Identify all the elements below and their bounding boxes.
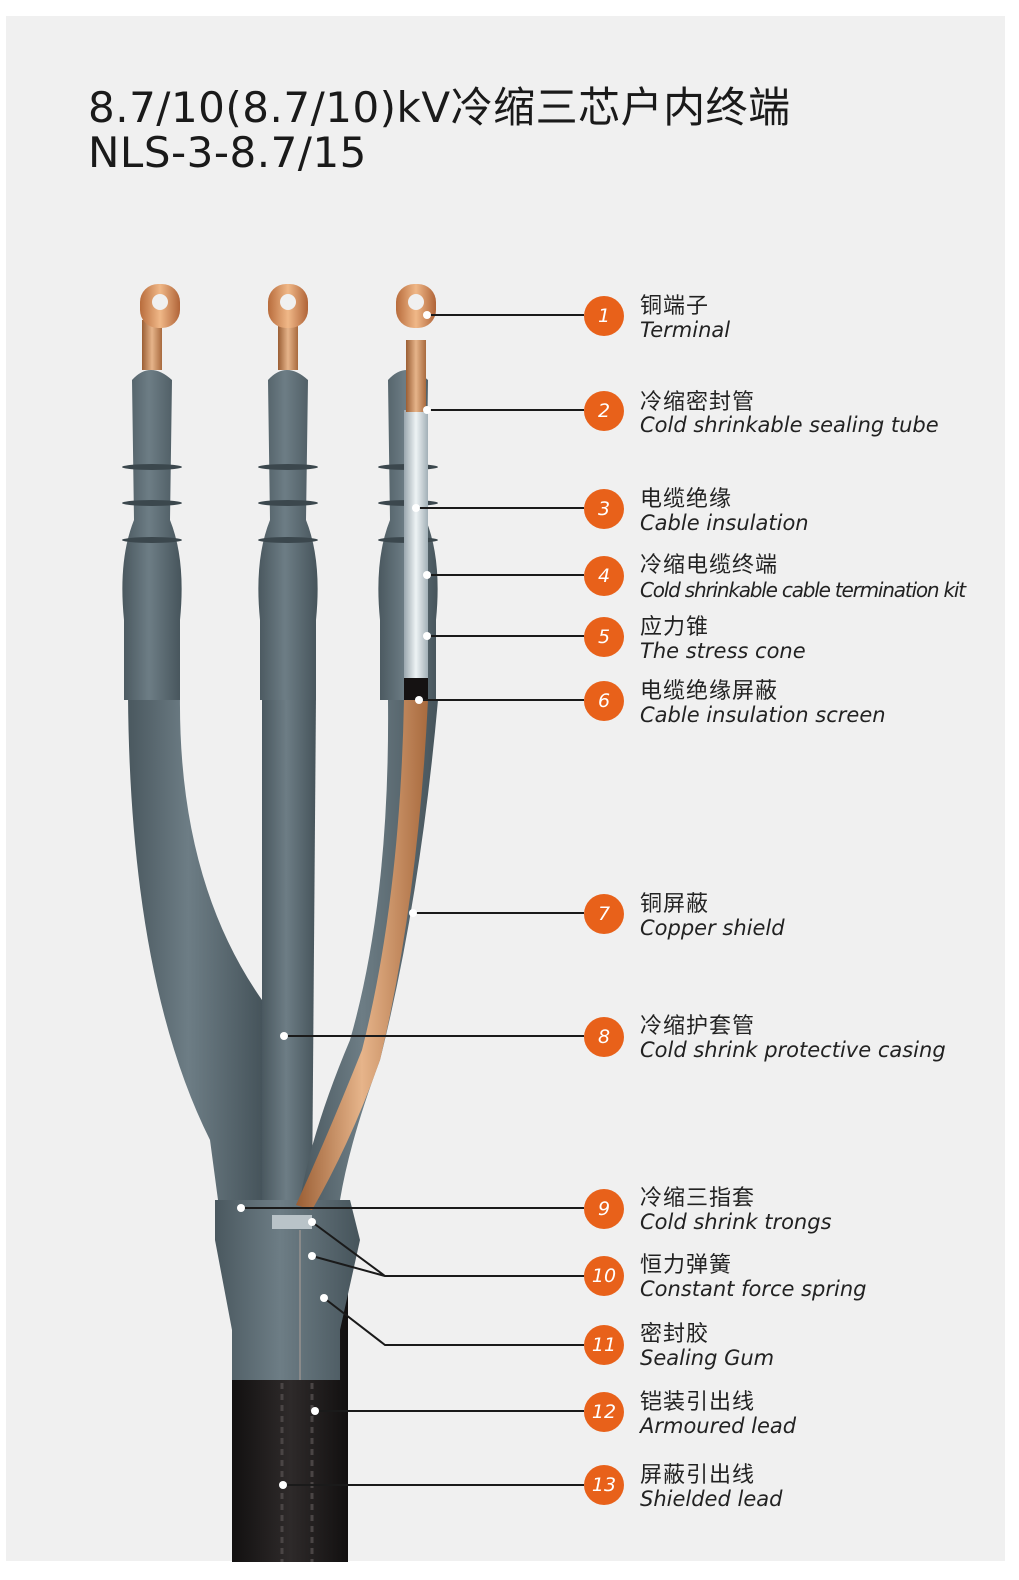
callout-badge-13: 13 <box>584 1465 624 1505</box>
callout-en-spring: Constant force spring <box>640 1277 867 1301</box>
callout-zh-stress-cone: 应力锥 <box>640 615 710 640</box>
callout-badge-4: 4 <box>584 556 624 596</box>
middle-core <box>258 284 318 1200</box>
callout-badge-3: 3 <box>584 489 624 529</box>
left-core <box>122 284 262 1200</box>
anchor-dot-10b <box>308 1252 316 1260</box>
anchor-dot-1 <box>423 311 431 319</box>
callout-badge-7: 7 <box>584 894 624 934</box>
callout-zh-armoured-lead: 铠装引出线 <box>640 1390 756 1415</box>
callout-en-copper-shield: Copper shield <box>640 916 785 940</box>
anchor-dot-9 <box>237 1204 245 1212</box>
anchor-dot-8 <box>280 1032 288 1040</box>
right-core-cutaway <box>296 284 438 1210</box>
callout-badge-2: 2 <box>584 391 624 431</box>
callout-en-sealing-tube: Cold shrinkable sealing tube <box>640 413 939 437</box>
callout-zh-shielded-lead: 屏蔽引出线 <box>640 1463 756 1488</box>
anchor-dot-10a <box>308 1218 316 1226</box>
callout-en-terminal: Terminal <box>640 318 731 342</box>
callout-en-armoured-lead: Armoured lead <box>640 1414 797 1438</box>
callout-en-shielded-lead: Shielded lead <box>640 1487 783 1511</box>
callout-en-sealing-gum: Sealing Gum <box>640 1346 775 1370</box>
anchor-dot-7 <box>409 909 417 917</box>
callout-zh-protective-casing: 冷缩护套管 <box>640 1014 756 1039</box>
callout-badge-11: 11 <box>584 1325 624 1365</box>
callout-badge-6: 6 <box>584 681 624 721</box>
callout-en-cable-insulation: Cable insulation <box>640 511 809 535</box>
callout-zh-termination-kit: 冷缩电缆终端 <box>640 553 779 578</box>
callout-zh-sealing-gum: 密封胶 <box>640 1322 710 1347</box>
callout-zh-spring: 恒力弹簧 <box>640 1253 733 1278</box>
callout-badge-1: 1 <box>584 296 624 336</box>
callout-badge-10: 10 <box>584 1256 624 1296</box>
callout-badge-8: 8 <box>584 1017 624 1057</box>
leader-line-10 <box>311 1221 584 1277</box>
callout-badge-9: 9 <box>584 1189 624 1229</box>
cold-shrink-trongs <box>215 1200 360 1380</box>
callout-badge-12: 12 <box>584 1392 624 1432</box>
anchor-dot-4 <box>423 571 431 579</box>
callout-zh-trongs: 冷缩三指套 <box>640 1186 756 1211</box>
anchor-dot-13 <box>279 1481 287 1489</box>
callout-badge-5: 5 <box>584 617 624 657</box>
anchor-dot-6 <box>415 696 423 704</box>
model-number: NLS-3-8.7/15 <box>88 128 367 177</box>
anchor-dot-5 <box>423 632 431 640</box>
anchor-dot-11 <box>320 1294 328 1302</box>
callout-en-insulation-screen: Cable insulation screen <box>640 703 886 727</box>
anchor-dot-3 <box>412 504 420 512</box>
callout-en-termination-kit: Cold shrinkable cable termination kit <box>640 578 966 602</box>
callout-zh-sealing-tube: 冷缩密封管 <box>640 390 756 415</box>
callout-zh-cable-insulation: 电缆绝缘 <box>640 487 733 512</box>
callout-en-trongs: Cold shrink trongs <box>640 1210 832 1234</box>
callout-en-stress-cone: The stress cone <box>640 639 806 663</box>
callout-zh-terminal: 铜端子 <box>640 294 710 319</box>
callout-zh-copper-shield: 铜屏蔽 <box>640 892 710 917</box>
page-title: 8.7/10(8.7/10)kV冷缩三芯户内终端 <box>88 83 791 132</box>
anchor-dot-2 <box>423 406 431 414</box>
leader-line-11 <box>323 1297 584 1346</box>
anchor-dot-12 <box>311 1407 319 1415</box>
callout-en-protective-casing: Cold shrink protective casing <box>640 1038 946 1062</box>
callout-zh-insulation-screen: 电缆绝缘屏蔽 <box>640 679 779 704</box>
